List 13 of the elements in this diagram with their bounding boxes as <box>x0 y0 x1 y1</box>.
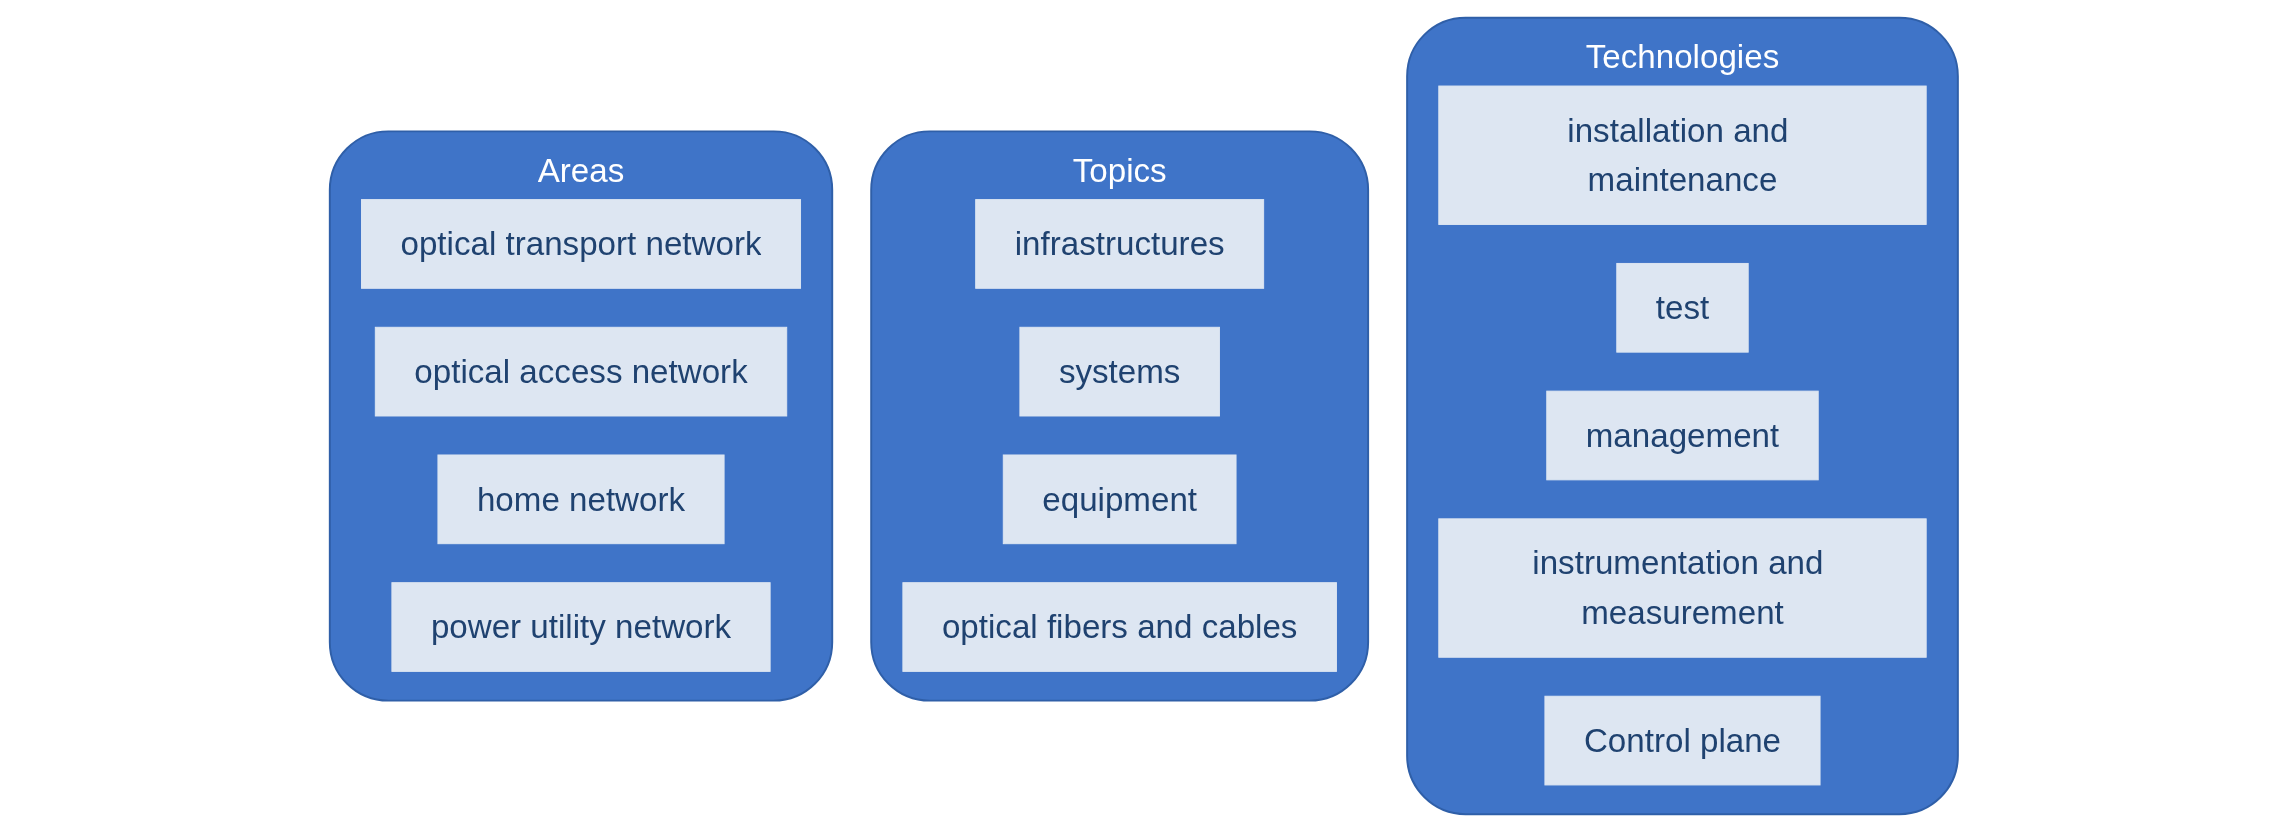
node-box: management <box>1545 390 1819 481</box>
node-box: systems <box>1019 326 1220 417</box>
node-box: optical fibers and cables <box>902 582 1337 672</box>
node-box: instrumentation and measurement <box>1437 518 1927 658</box>
node-box: Control plane <box>1544 695 1821 786</box>
node-box: power utility network <box>391 582 771 672</box>
node-box: home network <box>437 454 725 545</box>
node-box: infrastructures <box>974 199 1264 289</box>
node-box: installation and maintenance <box>1437 85 1927 225</box>
node-box: optical transport network <box>360 199 801 289</box>
node-box: equipment <box>1002 454 1237 545</box>
node-box: test <box>1615 262 1749 353</box>
node-box: optical access network <box>374 326 787 417</box>
